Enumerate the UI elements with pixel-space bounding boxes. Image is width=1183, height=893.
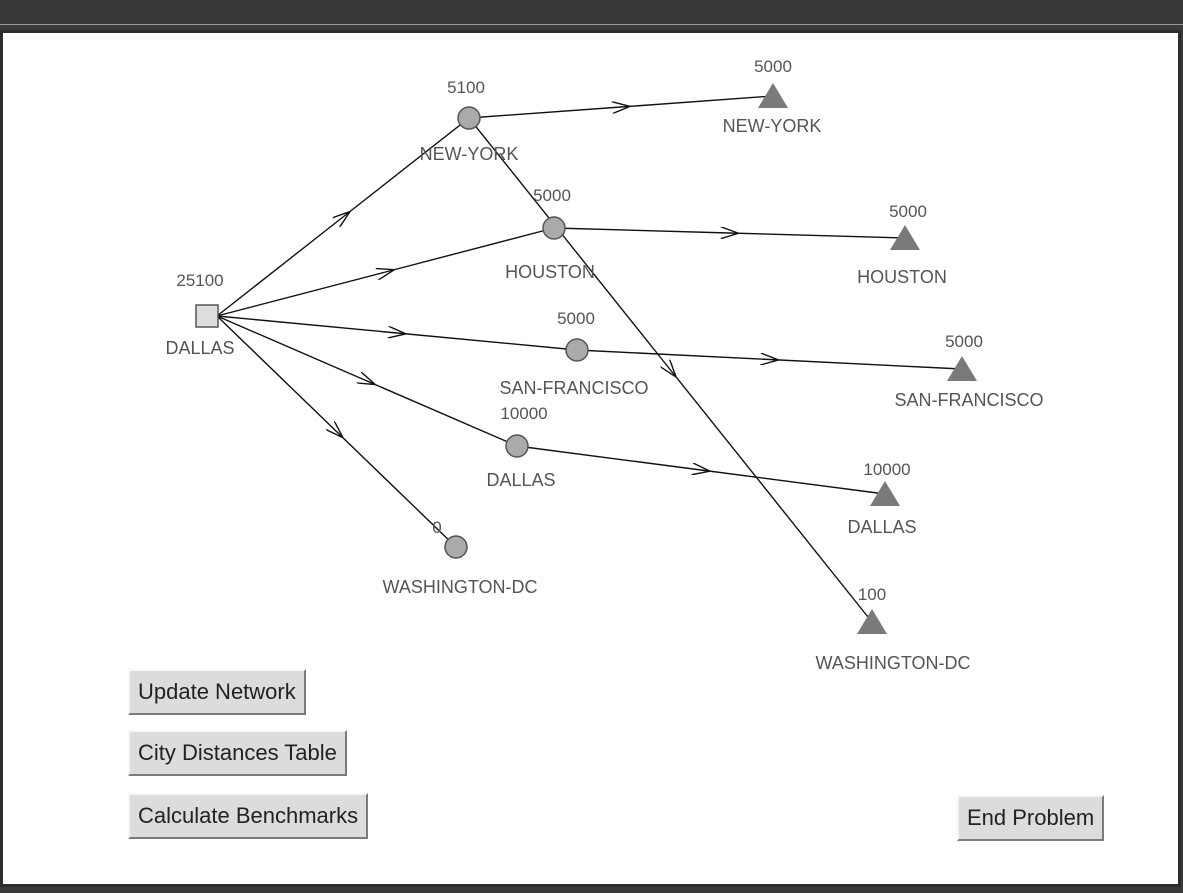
warehouse-value-san-francisco: 5000: [557, 309, 595, 328]
destination-node-san-francisco[interactable]: [947, 356, 977, 381]
destination-label-san-francisco: SAN-FRANCISCO: [894, 390, 1043, 410]
destination-label-washington-dc: WASHINGTON-DC: [816, 653, 971, 673]
warehouse-value-washington-dc: 0: [432, 518, 441, 537]
warehouse-value-dallas: 10000: [500, 404, 547, 423]
warehouse-node-san-francisco[interactable]: [565, 338, 589, 362]
flow-edge-dallas-to-washington-dc-warehouse: [216, 315, 457, 548]
destination-demand-dallas: 10000: [863, 460, 910, 479]
edge-layer: [216, 95, 963, 623]
source-supply-value: 25100: [176, 271, 223, 290]
warehouse-value-houston: 5000: [533, 186, 571, 205]
destination-node-washington-dc[interactable]: [857, 609, 887, 634]
destination-node-new-york[interactable]: [758, 83, 788, 108]
flow-edge-dallas-to-dallas: [516, 445, 886, 495]
calculate-benchmarks-button[interactable]: Calculate Benchmarks: [128, 793, 369, 839]
flow-edge-dallas-to-dallas-warehouse: [216, 315, 518, 447]
window-title-bar: [0, 0, 1183, 25]
destination-demand-houston: 5000: [889, 202, 927, 221]
update-network-button[interactable]: Update Network: [128, 669, 306, 715]
warehouse-label-san-francisco: SAN-FRANCISCO: [499, 378, 648, 398]
destination-label-new-york: NEW-YORK: [723, 116, 822, 136]
flow-edge-new-york-to-washington-dc: [468, 117, 873, 623]
warehouse-node-dallas[interactable]: [505, 434, 529, 458]
destination-demand-washington-dc: 100: [858, 585, 886, 604]
flow-edge-new-york-to-new-york: [468, 95, 774, 119]
warehouse-node-washington-dc[interactable]: [444, 535, 468, 559]
destination-label-dallas: DALLAS: [847, 517, 916, 537]
source-node-dallas[interactable]: [195, 304, 219, 328]
window-bottom-border: [0, 887, 1183, 893]
warehouse-label-new-york: NEW-YORK: [420, 144, 519, 164]
flow-edge-dallas-to-houston-warehouse: [216, 227, 555, 317]
destination-demand-new-york: 5000: [754, 57, 792, 76]
warehouse-label-washington-dc: WASHINGTON-DC: [383, 577, 538, 597]
city-distances-table-button[interactable]: City Distances Table: [128, 730, 347, 776]
distribution-network-diagram: 25100DALLAS5100NEW-YORK5000HOUSTON5000SA…: [165, 57, 1043, 673]
destination-node-dallas[interactable]: [870, 481, 900, 506]
node-layer: 25100DALLAS5100NEW-YORK5000HOUSTON5000SA…: [165, 57, 1043, 673]
warehouse-node-houston[interactable]: [542, 216, 566, 240]
warehouse-label-dallas: DALLAS: [486, 470, 555, 490]
warehouse-value-new-york: 5100: [447, 78, 485, 97]
flow-edge-dallas-to-san-francisco-warehouse: [216, 315, 578, 351]
warehouse-node-new-york[interactable]: [457, 106, 481, 130]
destination-node-houston[interactable]: [890, 225, 920, 250]
flow-edge-dallas-to-new-york-warehouse: [216, 117, 470, 317]
flow-edge-san-francisco-to-san-francisco: [576, 349, 963, 370]
destination-label-houston: HOUSTON: [857, 267, 947, 287]
destination-demand-san-francisco: 5000: [945, 332, 983, 351]
source-node-label: DALLAS: [165, 338, 234, 358]
end-problem-button[interactable]: End Problem: [957, 795, 1105, 841]
warehouse-label-houston: HOUSTON: [505, 262, 595, 282]
flow-edge-houston-to-houston: [553, 228, 906, 238]
